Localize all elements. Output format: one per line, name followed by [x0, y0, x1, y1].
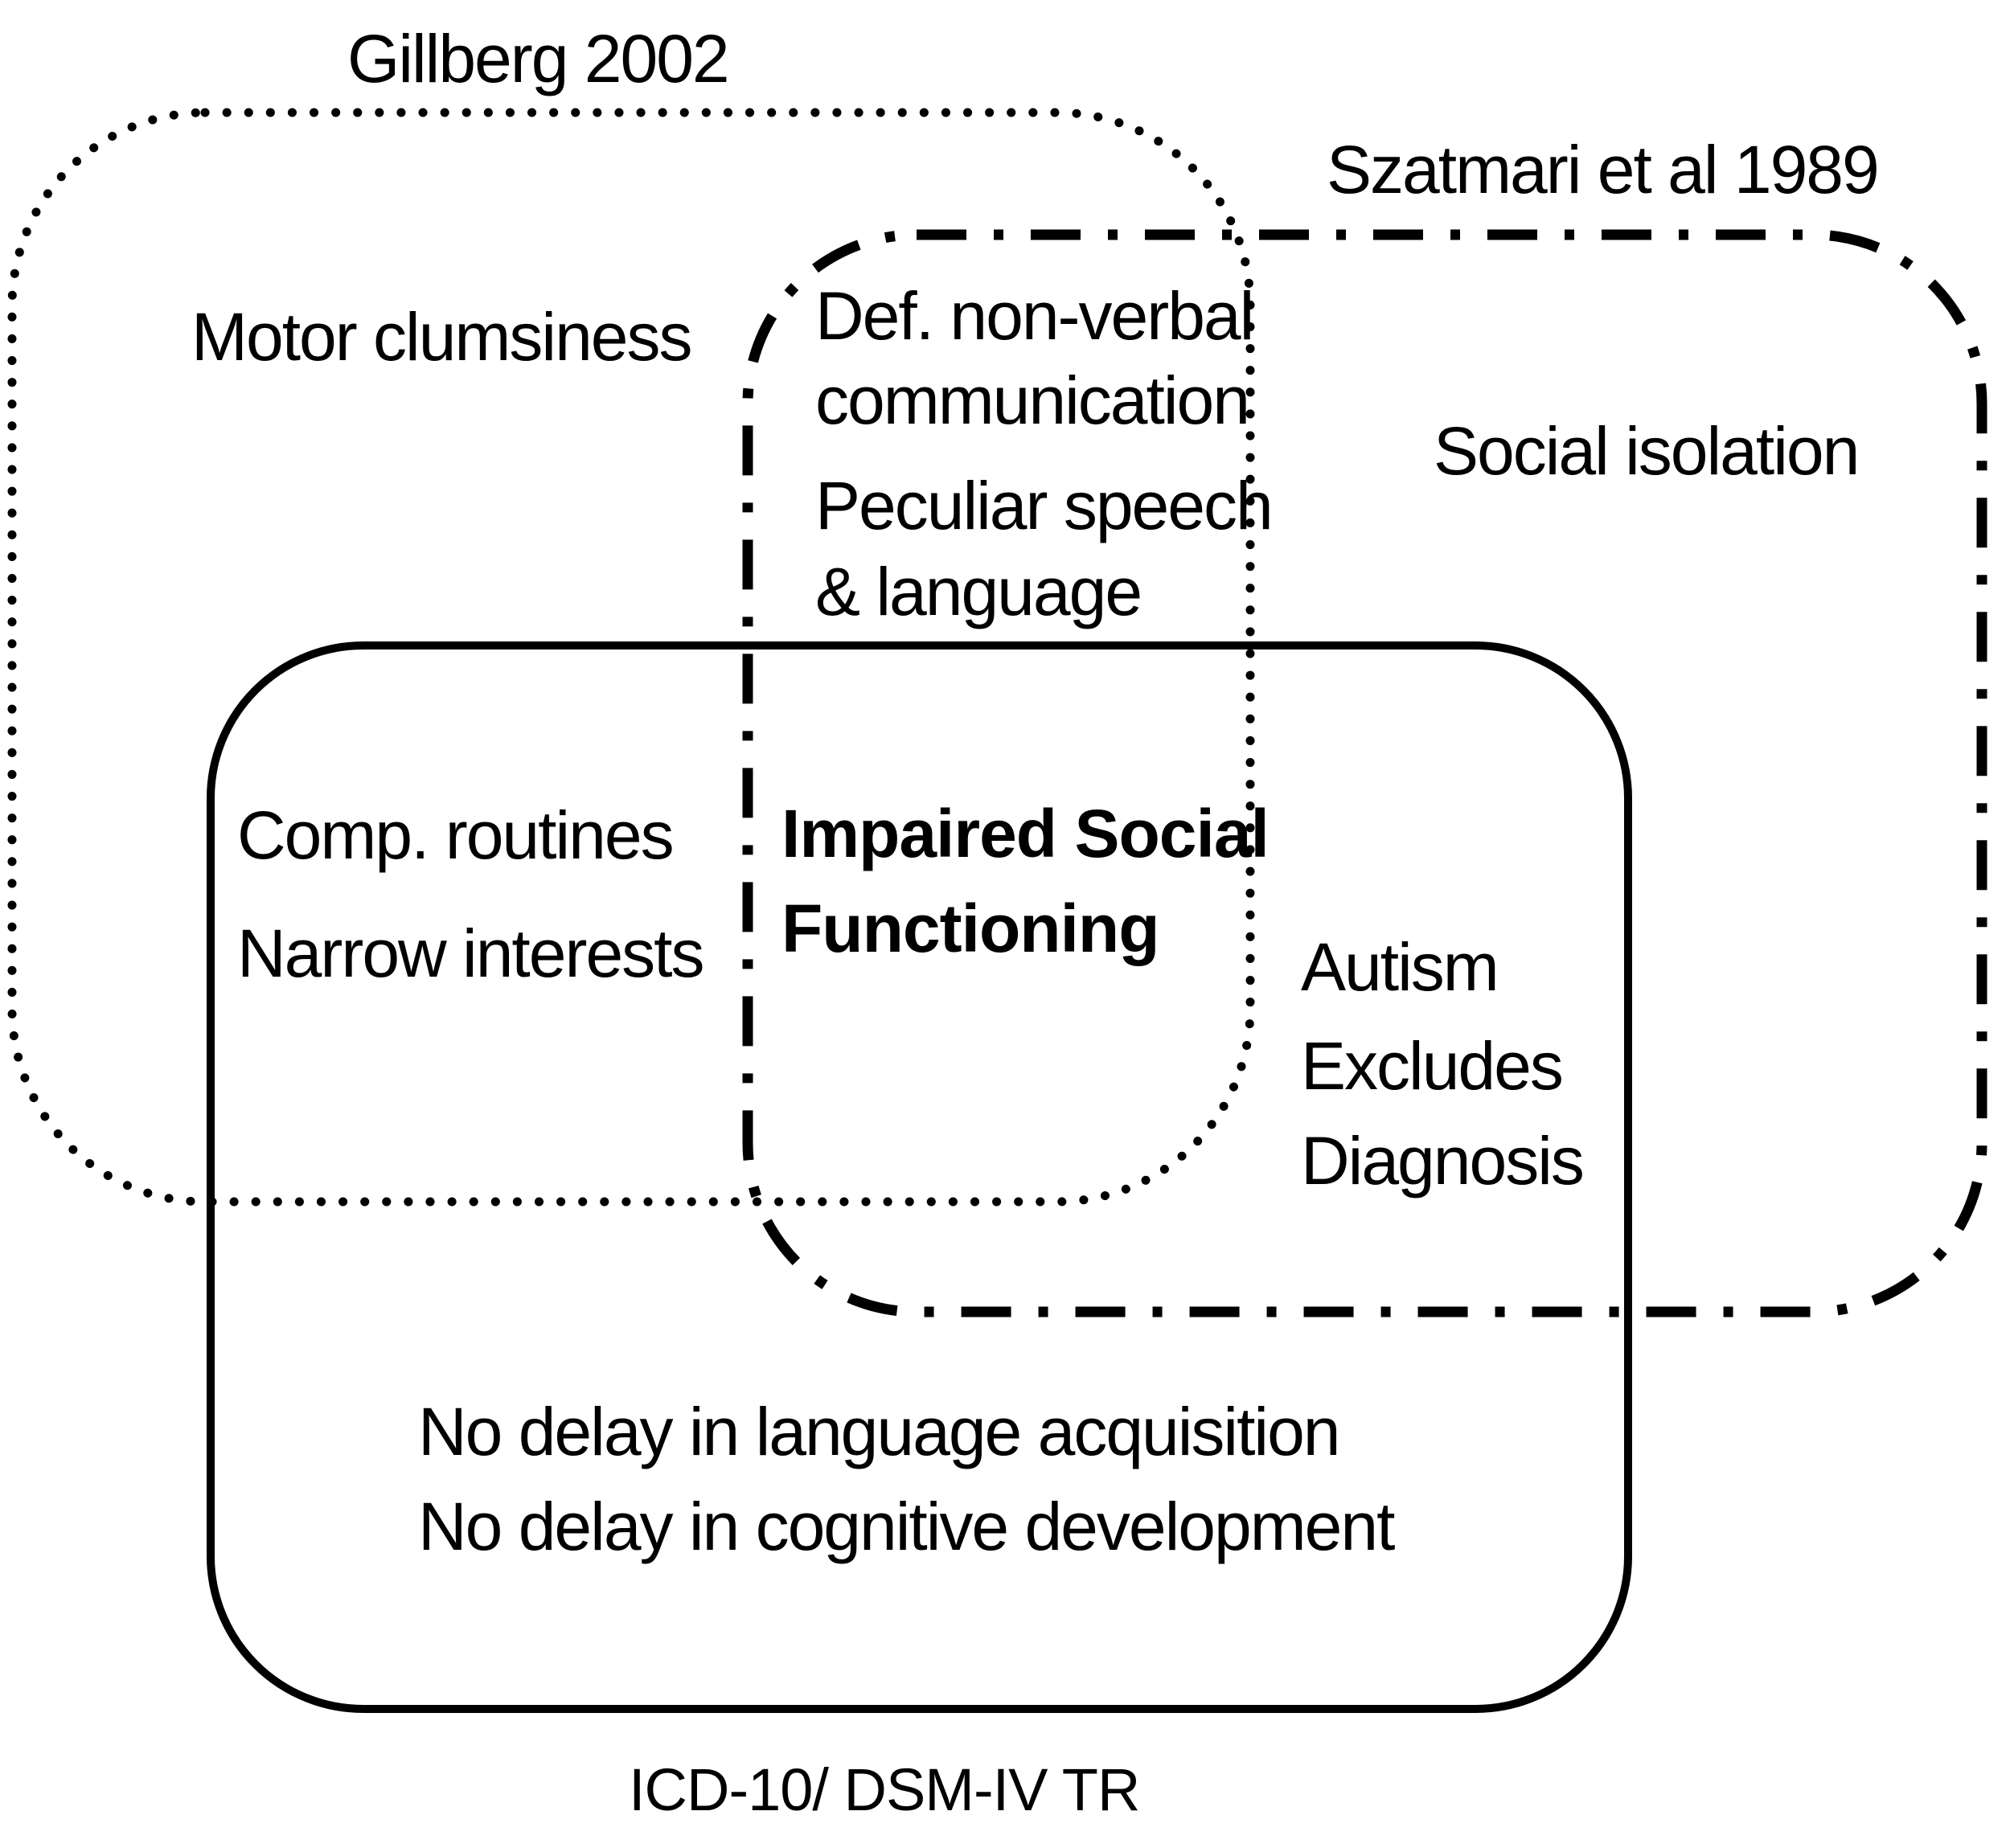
narrow-interests-label: Narrow interests [237, 916, 704, 991]
impaired-social-functioning-label-line-2: Functioning [781, 891, 1159, 966]
szatmari-set-title: Szatmari et al 1989 [1327, 132, 1878, 207]
autism-excludes-diagnosis-line-3: Diagnosis [1301, 1123, 1583, 1199]
non-verbal-communication-label-line-2: communication [815, 363, 1249, 438]
icd-dsm-set-title: ICD-10/ DSM-IV TR [629, 1756, 1139, 1823]
icd-dsm-set-boundary [207, 641, 1632, 1713]
impaired-social-functioning-label-line-1: Impaired Social [781, 796, 1269, 871]
motor-clumsiness-label: Motor clumsiness [191, 299, 691, 375]
gillberg-set-title: Gillberg 2002 [347, 21, 728, 96]
szatmari-set-boundary [742, 229, 1987, 1317]
autism-excludes-diagnosis-line-2: Excludes [1301, 1028, 1562, 1104]
no-delay-cognitive-label: No delay in cognitive development [418, 1489, 1395, 1564]
comp-routines-label: Comp. routines [237, 797, 673, 873]
no-delay-language-label: No delay in language acquisition [418, 1394, 1339, 1469]
gillberg-set-boundary [7, 108, 1255, 1207]
peculiar-speech-label-line-2: & language [815, 554, 1141, 629]
peculiar-speech-label-line-1: Peculiar speech [815, 468, 1272, 543]
social-isolation-label: Social isolation [1434, 413, 1858, 489]
non-verbal-communication-label-line-1: Def. non-verbal [815, 278, 1253, 354]
autism-excludes-diagnosis-line-1: Autism [1301, 929, 1498, 1005]
